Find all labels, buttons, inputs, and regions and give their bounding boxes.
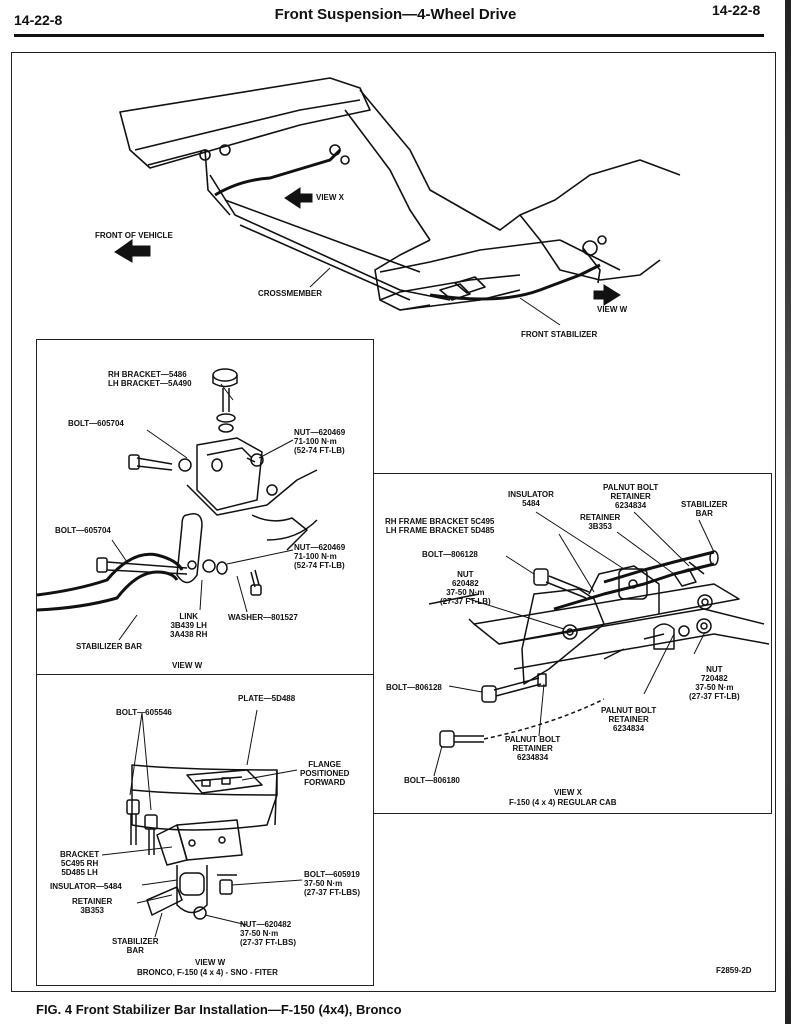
nut-620469-top-label: NUT—620469 71-100 N·m (52-74 FT-LB)	[294, 428, 346, 455]
crossmember-label: CROSSMEMBER	[258, 289, 323, 298]
view-w-label: VIEW W	[597, 305, 628, 314]
retainer-3b353-label: RETAINER 3B353	[580, 513, 621, 531]
front-stabilizer-label: FRONT STABILIZER	[521, 330, 598, 339]
bolt-605704-bottom-label: BOLT—605704	[55, 526, 111, 535]
figure-frame	[11, 52, 776, 992]
nut-720482-label: NUT 720482 37-50 N·m (27-37 FT-LB)	[689, 665, 740, 701]
front-of-vehicle-label: FRONT OF VEHICLE	[95, 231, 173, 240]
bolt-605919-label: BOLT—605919 37-50 N·m (27-37 FT-LBS)	[304, 870, 361, 897]
bolt-806128-mid-label: BOLT—806128	[386, 683, 442, 692]
palnut-top-label: PALNUT BOLT RETAINER 6234834	[603, 483, 659, 510]
insulator-label: INSULATOR—5484	[50, 882, 122, 891]
bronco-subcaption: BRONCO, F-150 (4 x 4) - SNO - FITER	[137, 968, 278, 977]
page-number-right: 14-22-8	[712, 2, 761, 18]
view-x-caption: VIEW X	[554, 788, 583, 797]
bronco-stabilizer-bar-label: STABILIZER BAR	[112, 937, 159, 955]
figure-caption: FIG. 4 Front Stabilizer Bar Installation…	[36, 1002, 402, 1017]
view-x-drawing	[428, 511, 770, 777]
bracket-label: BRACKET 5C495 RH 5D485 LH	[60, 850, 100, 877]
nut-620482-bronco-label: NUT—620482 37-50 N·m (27-37 FT-LBS)	[240, 920, 297, 947]
view-x-stabilizer-bar-label: STABILIZER BAR	[681, 500, 728, 518]
figure-code: F2859-2D	[716, 966, 752, 975]
view-x-panel	[373, 473, 772, 814]
insulator-5484-label: INSULATOR 5484	[508, 490, 554, 508]
bronco-view-w-panel	[36, 674, 374, 986]
front-arrow	[114, 239, 151, 263]
view-w-drawing	[37, 368, 318, 641]
page-title: Front Suspension—4-Wheel Drive	[274, 6, 517, 23]
nut-620482-label: NUT 620482 37-50 N·m (27-37 FT-LB)	[440, 570, 491, 606]
bolt-605546-label: BOLT—605546	[116, 708, 172, 717]
retainer-label: RETAINER 3B353	[72, 897, 113, 915]
link-label: LINK 3B439 LH 3A438 RH	[170, 612, 208, 639]
view-x-label: VIEW X	[316, 193, 345, 202]
page-header: 14-22-8 Front Suspension—4-Wheel Drive 1…	[0, 0, 791, 40]
plate-5d488-label: PLATE—5D488	[238, 694, 296, 703]
flange-label: FLANGE POSITIONED FORWARD	[300, 760, 350, 787]
nut-620469-bottom-label: NUT—620469 71-100 N·m (52-74 FT-LB)	[294, 543, 346, 570]
bolt-806180-label: BOLT—806180	[404, 776, 460, 785]
bronco-drawing	[101, 709, 303, 938]
binding-edge	[785, 0, 791, 1024]
view-x-subcaption: F-150 (4 x 4) REGULAR CAB	[509, 798, 617, 807]
bronco-view-w-caption: VIEW W	[195, 958, 226, 967]
view-w-caption: VIEW W	[172, 661, 203, 670]
bolt-605704-top-label: BOLT—605704	[68, 419, 124, 428]
palnut-bottom-label: PALNUT BOLT RETAINER 6234834	[505, 735, 561, 762]
frame-bracket-label: RH FRAME BRACKET 5C495 LH FRAME BRACKET …	[385, 517, 495, 535]
page-number-left: 14-22-8	[14, 12, 63, 28]
palnut-right-label: PALNUT BOLT RETAINER 6234834	[601, 706, 657, 733]
bolt-806128-top-label: BOLT—806128	[422, 550, 478, 559]
rh-lh-bracket-label: RH BRACKET—5486 LH BRACKET—5A490	[108, 370, 192, 388]
washer-label: WASHER—801527	[228, 613, 298, 622]
view-w-arrow	[593, 284, 621, 306]
view-x-arrow	[284, 187, 313, 209]
stabilizer-bar-label: STABILIZER BAR	[76, 642, 143, 651]
header-rule	[14, 34, 764, 37]
